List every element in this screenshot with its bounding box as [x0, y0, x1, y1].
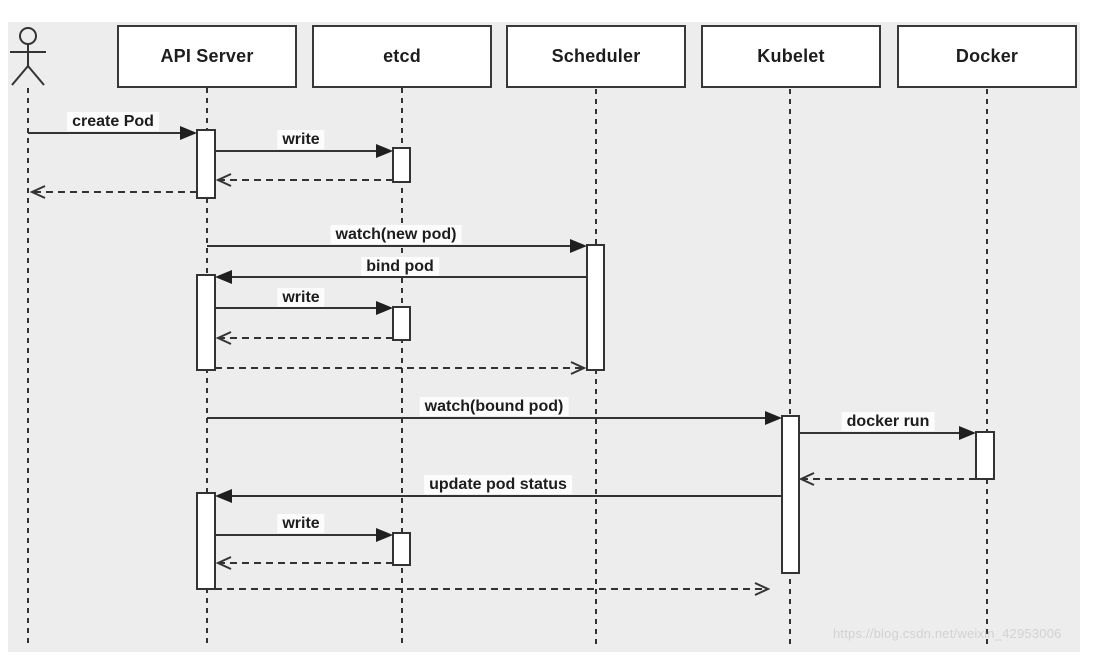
participant-etcd: etcd [312, 25, 492, 88]
message-label-write-3: write [277, 514, 325, 533]
open-arrowhead [29, 185, 46, 199]
watermark-text: https://blog.csdn.net/weixin_42953006 [833, 626, 1062, 641]
filled-arrowhead-bind-pod [215, 270, 232, 284]
open-arrowhead [215, 173, 232, 187]
participant-label: Kubelet [757, 46, 825, 66]
filled-arrowhead-write-2 [376, 301, 393, 315]
participant-label: Docker [955, 46, 1019, 66]
participant-label: Scheduler [551, 46, 641, 66]
participant-api-server: API Server [117, 25, 297, 88]
activation-kubelet-1 [781, 415, 800, 574]
filled-arrowhead-watch-new-pod [570, 239, 587, 253]
filled-arrowhead-write-3 [376, 528, 393, 542]
filled-arrowhead-create-pod [180, 126, 197, 140]
activation-etcd-2 [392, 306, 411, 341]
activation-scheduler-1 [586, 244, 605, 371]
filled-arrowhead-update-pod-status [215, 489, 232, 503]
filled-arrowhead-watch-bound-pod [765, 411, 782, 425]
message-label-write-2: write [277, 288, 325, 307]
message-label-bind-pod: bind pod [361, 257, 439, 276]
diagram-background [8, 22, 1080, 652]
participant-label: etcd [383, 46, 421, 66]
message-label-docker-run: docker run [841, 412, 935, 431]
open-arrowhead [798, 472, 815, 486]
open-arrowhead [215, 556, 232, 570]
message-label-write-1: write [277, 130, 325, 149]
message-label-update-pod-status: update pod status [424, 475, 572, 494]
open-arrowhead [570, 361, 587, 375]
activation-etcd-3 [392, 532, 411, 566]
open-arrowhead [215, 331, 232, 345]
participant-kubelet: Kubelet [701, 25, 881, 88]
message-label-create-pod: create Pod [67, 112, 159, 131]
activation-docker-1 [975, 431, 995, 480]
message-label-watch-new-pod: watch(new pod) [330, 225, 462, 244]
participant-scheduler: Scheduler [506, 25, 686, 88]
filled-arrowhead-write-1 [376, 144, 393, 158]
filled-arrowhead-docker-run [959, 426, 976, 440]
activation-etcd-1 [392, 147, 411, 183]
participant-label: API Server [160, 46, 254, 66]
activation-api-server-2 [196, 274, 216, 371]
participant-docker: Docker [897, 25, 1077, 88]
open-arrowhead [754, 582, 771, 596]
actor-icon [10, 27, 46, 86]
activation-api-server-3 [196, 492, 216, 590]
message-label-watch-bound-pod: watch(bound pod) [419, 397, 569, 416]
activation-api-server-1 [196, 129, 216, 199]
